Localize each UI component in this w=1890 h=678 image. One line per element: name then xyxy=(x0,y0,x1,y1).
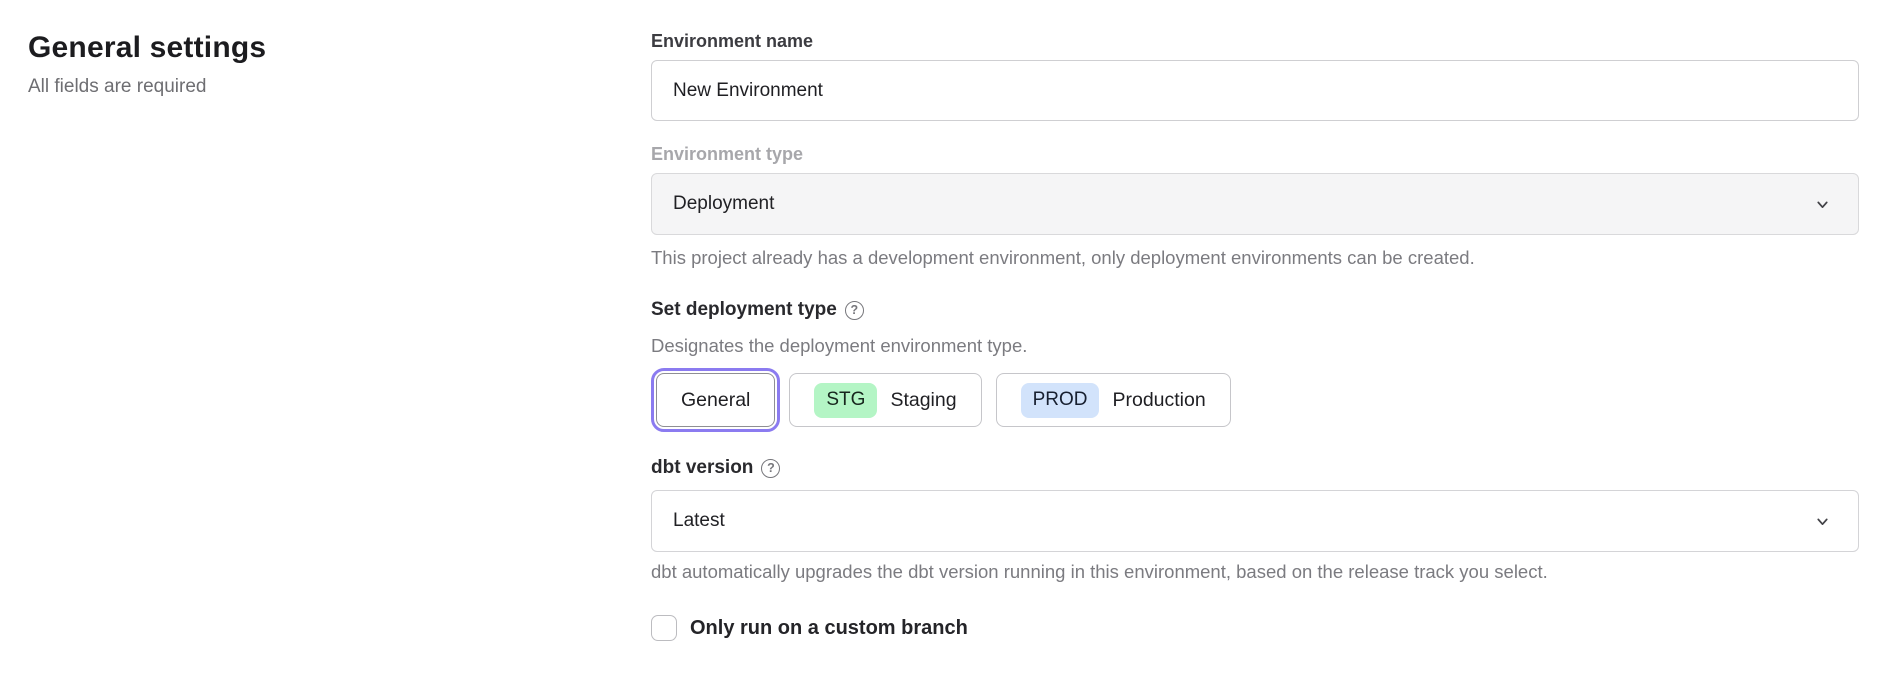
settings-intro: General settings All fields are required xyxy=(0,0,651,678)
deployment-type-helper: Designates the deployment environment ty… xyxy=(651,335,1028,356)
environment-name-input[interactable] xyxy=(651,60,1859,121)
deployment-type-options: General STG Staging PROD Production xyxy=(650,368,1859,432)
environment-type-field: Environment type Deployment This project… xyxy=(651,143,1859,269)
environment-type-helper: This project already has a development e… xyxy=(651,247,1475,268)
dbt-version-value: Latest xyxy=(673,510,725,531)
deployment-type-section: Set deployment type ? Designates the dep… xyxy=(650,299,1859,432)
chevron-down-icon xyxy=(1814,513,1831,530)
deployment-type-option-general-label: General xyxy=(681,388,751,411)
deployment-type-option-production[interactable]: PROD Production xyxy=(995,373,1231,427)
deployment-type-label: Set deployment type ? xyxy=(651,299,1859,321)
chevron-down-icon xyxy=(1814,196,1831,213)
deployment-type-option-production-label: Production xyxy=(1112,388,1206,411)
environment-name-field: Environment name xyxy=(651,30,1859,121)
page-title: General settings xyxy=(28,31,267,64)
deployment-type-label-text: Set deployment type xyxy=(651,299,837,320)
production-badge: PROD xyxy=(1020,382,1100,418)
deployment-type-option-staging[interactable]: STG Staging xyxy=(789,373,982,427)
help-icon[interactable]: ? xyxy=(844,300,864,320)
deployment-type-option-staging-label: Staging xyxy=(890,388,957,411)
custom-branch-label[interactable]: Only run on a custom branch xyxy=(690,616,968,639)
environment-type-label: Environment type xyxy=(651,144,804,164)
dbt-version-label-text: dbt version xyxy=(651,457,754,478)
environment-type-select: Deployment xyxy=(651,173,1859,235)
dbt-version-helper: dbt automatically upgrades the dbt versi… xyxy=(651,561,1548,582)
deployment-type-option-general[interactable]: General xyxy=(650,368,781,432)
dbt-version-field: dbt version ? Latest dbt automatically u… xyxy=(651,457,1859,583)
environment-name-label: Environment name xyxy=(651,31,814,51)
custom-branch-row: Only run on a custom branch xyxy=(651,615,1859,641)
dbt-version-label: dbt version ? xyxy=(651,457,1859,479)
staging-badge: STG xyxy=(814,382,878,418)
environment-form: Environment name Environment type Deploy… xyxy=(650,0,1859,678)
help-icon[interactable]: ? xyxy=(761,458,781,478)
custom-branch-checkbox[interactable] xyxy=(651,615,677,641)
environment-type-value: Deployment xyxy=(673,193,775,214)
page-subtitle: All fields are required xyxy=(28,76,207,97)
dbt-version-select[interactable]: Latest xyxy=(651,490,1859,552)
